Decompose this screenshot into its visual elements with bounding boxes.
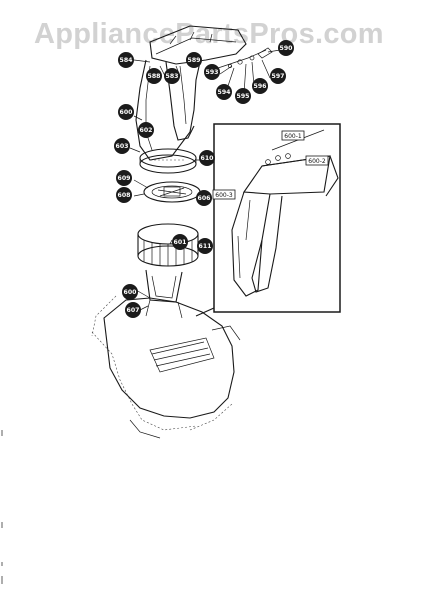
callout-601: 601 xyxy=(172,234,188,250)
inset-label-600-3: 600-3 xyxy=(212,189,236,200)
svg-text:600: 600 xyxy=(120,109,134,116)
ring-assembly-drawing xyxy=(137,148,201,319)
callouts: 584 588 583 589 593 590 597 594 595 596 … xyxy=(114,40,294,318)
callout-603: 603 xyxy=(114,138,130,154)
svg-text:594: 594 xyxy=(218,89,232,96)
callout-595: 595 xyxy=(235,88,251,104)
svg-text:609: 609 xyxy=(118,175,131,182)
svg-text:607: 607 xyxy=(127,307,140,314)
svg-text:589: 589 xyxy=(188,57,201,64)
svg-text:595: 595 xyxy=(237,93,250,100)
svg-text:583: 583 xyxy=(166,73,179,80)
callout-607: 607 xyxy=(125,302,141,318)
callout-600-lower: 600 xyxy=(122,284,138,300)
callout-589: 589 xyxy=(186,52,202,68)
svg-text:600-2: 600-2 xyxy=(308,158,326,165)
svg-text:600: 600 xyxy=(124,289,138,296)
callout-596: 596 xyxy=(252,78,268,94)
callout-609: 609 xyxy=(116,170,132,186)
chute-deflector-drawing xyxy=(135,25,273,161)
callout-590: 590 xyxy=(278,40,294,56)
svg-text:602: 602 xyxy=(140,127,153,134)
svg-text:600-3: 600-3 xyxy=(215,192,233,199)
svg-text:603: 603 xyxy=(116,143,129,150)
callout-597: 597 xyxy=(270,68,286,84)
callout-584: 584 xyxy=(118,52,134,68)
callout-583: 583 xyxy=(164,68,180,84)
svg-text:610: 610 xyxy=(201,155,215,162)
svg-text:601: 601 xyxy=(174,239,187,246)
callout-610: 610 xyxy=(199,150,215,166)
svg-text:593: 593 xyxy=(206,69,219,76)
svg-text:596: 596 xyxy=(254,83,267,90)
svg-text:588: 588 xyxy=(148,73,161,80)
inset-box xyxy=(213,123,341,313)
inset-label-600-2: 600-2 xyxy=(305,155,329,166)
svg-text:584: 584 xyxy=(120,57,134,64)
callout-608: 608 xyxy=(116,187,132,203)
callout-594: 594 xyxy=(216,84,232,100)
svg-text:597: 597 xyxy=(272,73,285,80)
inset-label-600-1: 600-1 xyxy=(281,130,305,141)
inset-labels: 600-1 600-2 600-3 xyxy=(212,130,329,200)
watermark: AppliancePartsPros.com xyxy=(34,18,384,50)
svg-text:611: 611 xyxy=(199,243,212,250)
callout-611: 611 xyxy=(197,238,213,254)
housing-drawing xyxy=(91,295,241,439)
svg-text:608: 608 xyxy=(118,192,131,199)
callout-606: 606 xyxy=(196,190,212,206)
callout-593: 593 xyxy=(204,64,220,80)
svg-text:606: 606 xyxy=(198,195,211,202)
callout-588: 588 xyxy=(146,68,162,84)
svg-text:590: 590 xyxy=(280,45,294,52)
callout-600: 600 xyxy=(118,104,134,120)
svg-text:600-1: 600-1 xyxy=(284,133,302,140)
leader-lines xyxy=(129,49,281,311)
callout-602: 602 xyxy=(138,122,154,138)
